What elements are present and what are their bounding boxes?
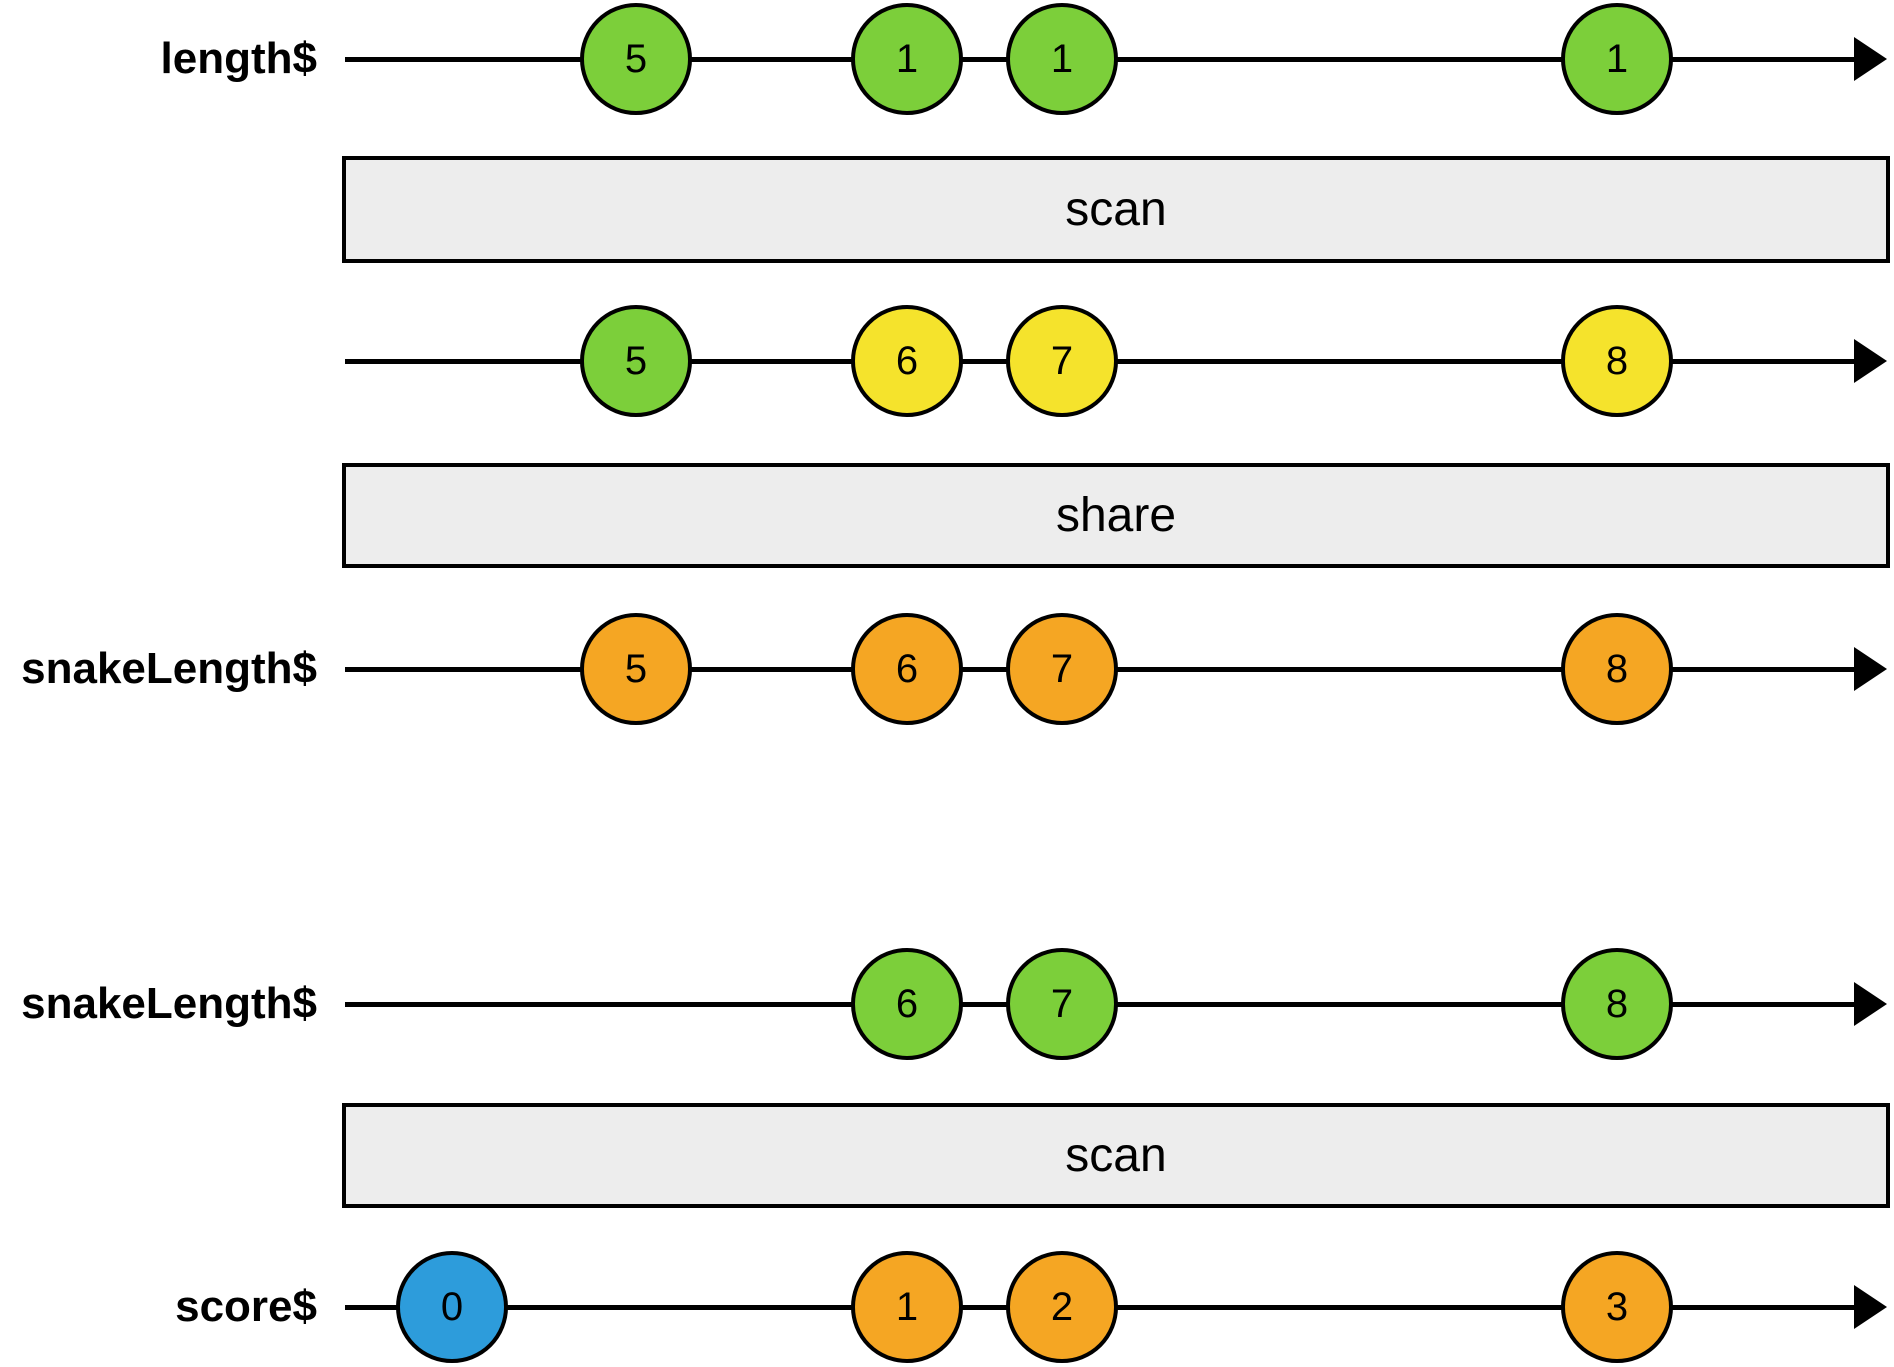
marble-scan-output-8: 8 [1561, 305, 1673, 417]
stream-label-score: score$ [175, 1282, 317, 1331]
marble-score-3: 3 [1561, 1251, 1673, 1363]
arrowhead-icon-snakelength-subscriber [1854, 982, 1887, 1026]
arrowhead-icon-snakelength-shared [1854, 647, 1887, 691]
marble-scan-output-5: 5 [580, 305, 692, 417]
marble-length-1: 1 [1006, 3, 1118, 115]
stream-label-snakelength-shared: snakeLength$ [21, 644, 317, 693]
marble-snakelength-subscriber-6: 6 [851, 948, 963, 1060]
marble-snakelength-shared-8: 8 [1561, 613, 1673, 725]
marble-snakelength-shared-7: 7 [1006, 613, 1118, 725]
marble-snakelength-shared-5: 5 [580, 613, 692, 725]
operator-box-share: share [342, 463, 1890, 568]
marble-snakelength-shared-6: 6 [851, 613, 963, 725]
operator-box-scan-2: scan [342, 1103, 1890, 1208]
arrowhead-icon-scan-output [1854, 339, 1887, 383]
marble-length-5: 5 [580, 3, 692, 115]
marble-scan-output-7: 7 [1006, 305, 1118, 417]
marble-length-1: 1 [851, 3, 963, 115]
marble-score-1: 1 [851, 1251, 963, 1363]
marble-score-0: 0 [396, 1251, 508, 1363]
operator-box-scan-1: scan [342, 156, 1890, 263]
arrowhead-icon-score [1854, 1285, 1887, 1329]
stream-label-snakelength-subscriber: snakeLength$ [21, 979, 317, 1028]
marble-scan-output-6: 6 [851, 305, 963, 417]
marble-length-1: 1 [1561, 3, 1673, 115]
marble-score-2: 2 [1006, 1251, 1118, 1363]
operator-label-scan-2: scan [1065, 1129, 1167, 1182]
stream-label-length: length$ [160, 34, 317, 83]
operator-label-share: share [1055, 489, 1177, 542]
marble-snakelength-subscriber-7: 7 [1006, 948, 1118, 1060]
operator-label-scan-1: scan [1065, 183, 1167, 236]
arrowhead-icon-length [1854, 37, 1887, 81]
marble-snakelength-subscriber-8: 8 [1561, 948, 1673, 1060]
